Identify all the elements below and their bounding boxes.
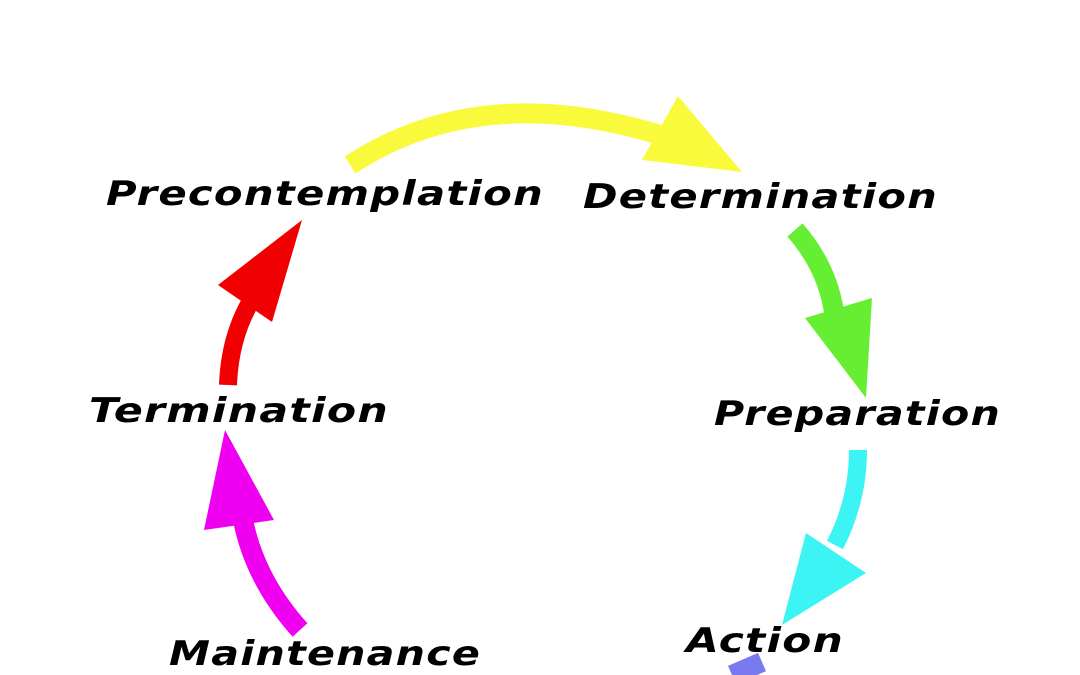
stage-label-determination: Determination: [583, 177, 938, 217]
arrow-action-to-maintenance: [728, 652, 766, 675]
stage-label-maintenance: Maintenance: [169, 634, 481, 674]
arrow-maintenance-to-termination: [204, 430, 308, 637]
stage-label-termination: Termination: [89, 391, 389, 431]
arrow-preparation-to-action: [782, 449, 867, 625]
arrow-precontemplation-to-determination: [344, 96, 742, 174]
stage-label-action: Action: [682, 621, 844, 661]
stage-label-precontemplation: Precontemplation: [106, 174, 544, 214]
arrow-termination-to-precontemplation: [218, 220, 302, 386]
stage-label-preparation: Preparation: [714, 394, 1001, 434]
arrow-determination-to-preparation: [787, 223, 872, 398]
